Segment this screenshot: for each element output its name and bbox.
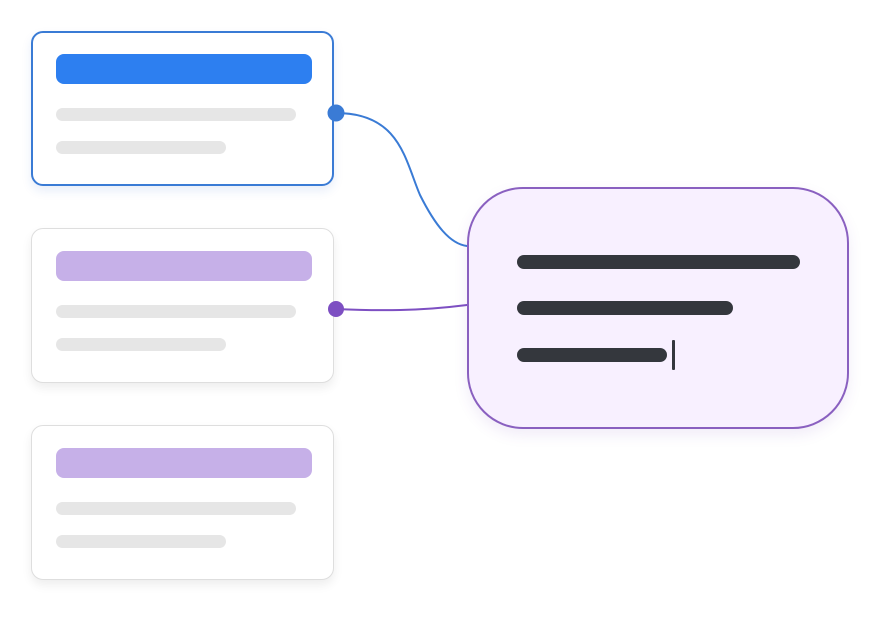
- output-node[interactable]: [467, 187, 849, 429]
- card-2-placeholder-line-long: [56, 305, 296, 318]
- card-3-placeholder-line-long: [56, 502, 296, 515]
- source-card-3[interactable]: [31, 425, 334, 580]
- card-1-header-bar: [56, 54, 312, 84]
- card-1-placeholder-line-short: [56, 141, 226, 154]
- card-2-output-port[interactable]: [328, 301, 344, 317]
- card-1-output-port[interactable]: [327, 104, 345, 122]
- card-3-header-bar: [56, 448, 312, 478]
- card-1-placeholder-line-long: [56, 108, 296, 121]
- source-card-2[interactable]: [31, 228, 334, 383]
- card-2-header-bar: [56, 251, 312, 281]
- wire-card-2-to-output: [335, 304, 468, 312]
- output-text-line-2: [517, 301, 733, 315]
- output-text-line-3: [517, 348, 667, 362]
- source-card-1[interactable]: [31, 31, 334, 186]
- wire-card-1-to-output: [335, 112, 468, 247]
- output-text-line-1: [517, 255, 800, 269]
- card-3-placeholder-line-short: [56, 535, 226, 548]
- text-cursor: [672, 340, 675, 370]
- card-2-placeholder-line-short: [56, 338, 226, 351]
